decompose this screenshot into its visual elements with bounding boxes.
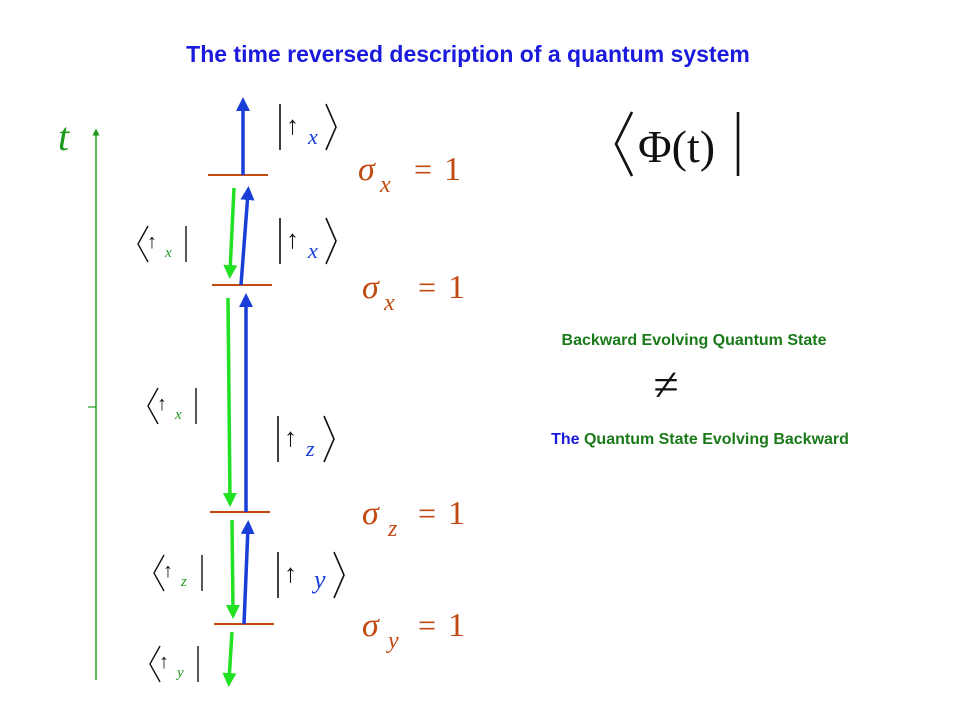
bra-arrow: ↑: [147, 231, 157, 253]
equals-sign: =: [418, 269, 436, 305]
sigma-subscript: x: [383, 290, 395, 316]
ket-arrow: ↑: [286, 225, 299, 254]
measurement-equation: σ x = 1: [362, 269, 465, 316]
time-axis: t: [58, 114, 100, 680]
backward-arrows: [222, 187, 240, 687]
sigma-symbol: σ: [358, 151, 376, 188]
bra-arrow: ↑: [163, 560, 173, 582]
measurement-equations: σ x = 1 σ x = 1 σ z = 1 σ y = 1: [358, 151, 465, 654]
bra-subscript: x: [164, 245, 172, 261]
ket-state: ↑ x: [279, 217, 337, 265]
measurement-equation: σ x = 1: [358, 151, 461, 198]
backward-evolving-label: Backward Evolving Quantum State: [562, 332, 827, 349]
forward-arrow: [239, 186, 255, 286]
equals-sign: =: [418, 495, 436, 531]
bra-arrow: ↑: [159, 651, 169, 673]
sigma-symbol: σ: [362, 495, 380, 532]
backward-arrow: [223, 187, 238, 279]
sigma-symbol: σ: [362, 607, 380, 644]
slide-title: The time reversed description of a quant…: [186, 41, 750, 67]
ket-subscript: x: [307, 124, 318, 149]
backward-state-symbol: Φ(t): [638, 121, 715, 172]
ket-states: ↑ x ↑ x ↑ z ↑ y: [277, 103, 345, 599]
ket-subscript: z: [305, 436, 315, 461]
sigma-subscript: y: [386, 628, 399, 654]
ket-arrow: ↑: [286, 111, 299, 140]
bra-subscript: x: [174, 407, 182, 423]
backward-arrow: [222, 631, 237, 687]
bra-states: ↑ x ↑ x ↑ z ↑ y: [137, 225, 203, 683]
ket-state: ↑ y: [277, 551, 345, 599]
bra-state: ↑ y: [149, 645, 199, 683]
sigma-subscript: x: [379, 172, 391, 198]
equals-sign: =: [414, 151, 432, 187]
eigenvalue: 1: [448, 495, 465, 532]
sigma-symbol: σ: [362, 269, 380, 306]
evolving-backward-rest: Quantum State Evolving Backward: [584, 431, 849, 448]
bra-arrow: ↑: [157, 393, 167, 415]
ket-state: ↑ x: [279, 103, 337, 151]
bra-state: ↑ z: [153, 554, 203, 592]
eigenvalue: 1: [448, 269, 465, 306]
eigenvalue: 1: [444, 151, 461, 188]
bra-state: ↑ x: [137, 225, 187, 263]
measurement-equation: σ z = 1: [362, 495, 465, 542]
backward-state-bra: Φ(t): [614, 111, 740, 177]
bra-subscript: z: [180, 574, 187, 590]
ket-subscript: x: [307, 238, 318, 263]
equals-sign: =: [418, 607, 436, 643]
eigenvalue: 1: [448, 607, 465, 644]
evolving-backward-label: The Quantum State Evolving Backward: [551, 431, 849, 448]
forward-arrow: [240, 520, 255, 625]
ket-arrow: ↑: [284, 423, 297, 452]
backward-arrow: [222, 297, 237, 507]
evolving-backward-prefix: The: [551, 431, 580, 448]
time-axis-label: t: [58, 114, 70, 159]
bra-state: ↑ x: [147, 387, 197, 425]
bra-subscript: y: [175, 665, 184, 681]
ket-subscript: y: [311, 565, 326, 594]
measurement-equation: σ y = 1: [362, 607, 465, 654]
ket-arrow: ↑: [284, 559, 297, 588]
forward-arrows: [236, 97, 255, 625]
measurement-levels: [208, 174, 274, 625]
backward-arrow: [225, 519, 240, 619]
sigma-subscript: z: [387, 516, 398, 542]
not-equal-symbol: ≠: [653, 359, 678, 410]
ket-state: ↑ z: [277, 415, 335, 463]
